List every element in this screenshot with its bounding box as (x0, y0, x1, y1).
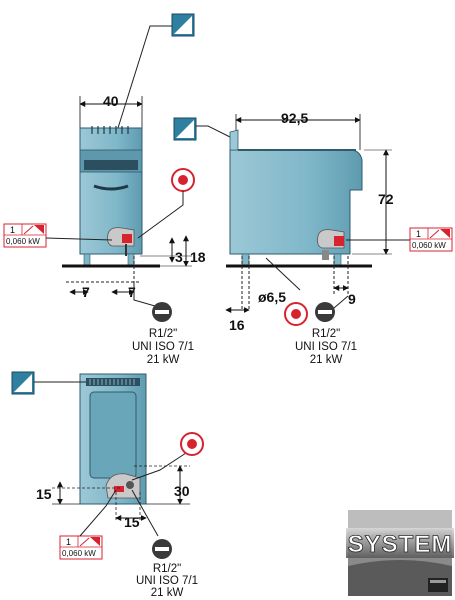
electric-power-side: 0,060 kW (412, 241, 446, 250)
gas-symbol-icon (180, 432, 204, 456)
logo-text: SYSTEM (348, 531, 453, 558)
dim-plan-inlet-x: 15 (124, 514, 140, 530)
gas-standard-front: UNI ISO 7/1 (132, 341, 194, 353)
dim-hole: ø6,5 (258, 289, 286, 305)
plan-view: 15 30 15 1 0,060 kW (11, 371, 204, 599)
dim-inlet-low: 3 (175, 249, 183, 265)
front-view: 40 7 7 (3, 13, 206, 366)
dim-depth: 92,5 (281, 110, 308, 126)
gas-standard-plan: UNI ISO 7/1 (136, 575, 198, 587)
dim-work-height: 72 (378, 191, 394, 207)
dim-foot-left: 7 (82, 284, 90, 300)
gas-thread-side: R1/2" (312, 328, 340, 340)
gas-connection-icon (152, 302, 172, 322)
electric-phase-side: 1 (416, 229, 421, 239)
view-indicator-icon (11, 371, 35, 395)
gas-power-plan: 21 kW (151, 587, 184, 599)
leader-line (117, 25, 172, 129)
electric-phase-plan: 1 (66, 537, 71, 547)
dim-side-offset: 9 (348, 291, 356, 307)
dim-plan-depth: 30 (174, 483, 190, 499)
dim-plan-inlet-y: 15 (36, 486, 52, 502)
electric-badge-side: 1 0,060 kW (409, 227, 453, 252)
gas-thread-front: R1/2" (149, 328, 177, 340)
view-indicator-icon (171, 13, 195, 37)
electric-phase: 1 (10, 225, 15, 235)
side-view: 92,5 72 ø6,5 9 (173, 110, 453, 366)
electric-power-plan: 0,060 kW (62, 549, 96, 558)
gas-power-front: 21 kW (147, 354, 180, 366)
gas-connection-icon-side (315, 302, 335, 322)
view-indicator-icon (173, 117, 197, 141)
gas-standard-side: UNI ISO 7/1 (295, 341, 357, 353)
gas-symbol-icon (284, 302, 308, 326)
dim-foot-right: 7 (128, 284, 136, 300)
gas-connection-icon-plan (152, 539, 172, 559)
electric-power: 0,060 kW (6, 237, 40, 246)
control-knob-side (317, 229, 345, 249)
system-logo: SYSTEM (346, 510, 454, 596)
dim-width: 40 (103, 93, 119, 109)
electric-badge-plan: 1 0,060 kW (59, 535, 103, 560)
gas-thread-plan: R1/2" (153, 563, 181, 575)
electric-badge: 1 0,060 kW (3, 223, 47, 248)
gas-power-side: 21 kW (310, 354, 343, 366)
gas-symbol-icon (171, 168, 195, 192)
dim-bottom-offset: 16 (229, 317, 245, 333)
dim-inlet-height: 18 (190, 249, 206, 265)
